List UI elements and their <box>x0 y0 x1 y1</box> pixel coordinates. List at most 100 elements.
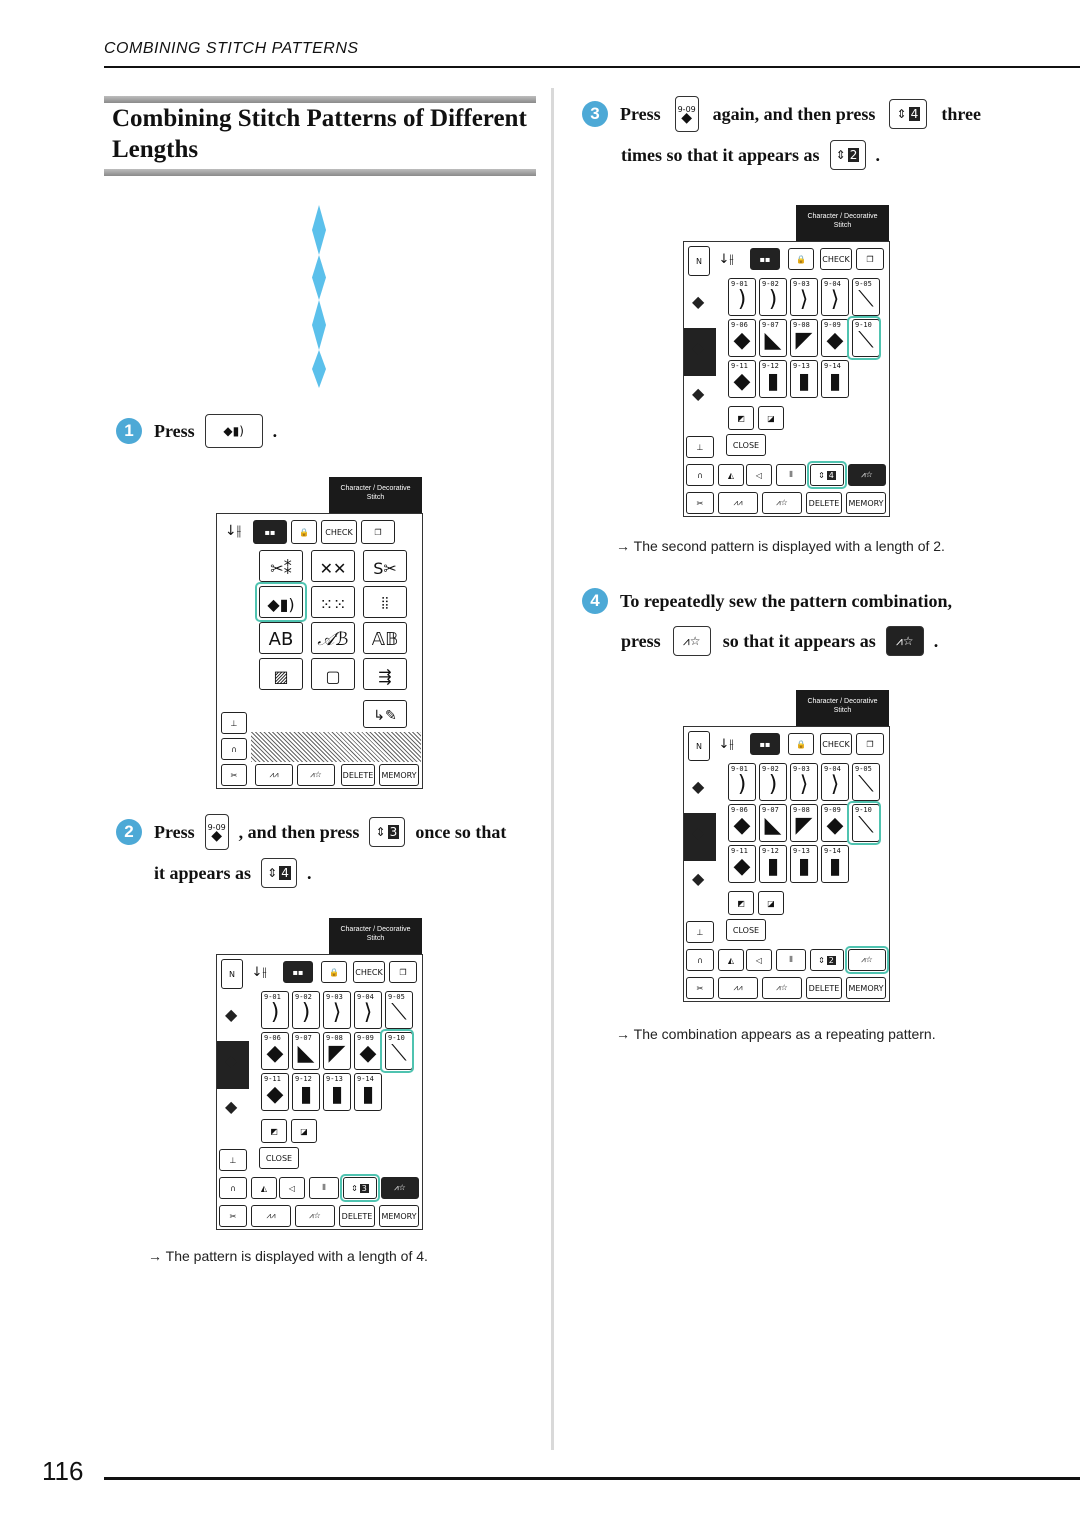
mirror-vertical-icon[interactable]: ◭ <box>251 1177 277 1199</box>
category-key-12[interactable]: ⇶ <box>363 658 407 690</box>
check-button[interactable]: CHECK <box>353 961 385 983</box>
memory-button[interactable]: MEMORY <box>846 977 886 999</box>
category-key-5[interactable]: ⁙⁙ <box>311 586 355 618</box>
pattern-key-9-05[interactable]: 9-05⟍ <box>852 763 880 801</box>
reverse-icon[interactable]: ∩ <box>686 464 714 486</box>
help-icon[interactable]: ❐ <box>856 248 884 270</box>
memory-button[interactable]: MEMORY <box>846 492 886 514</box>
category-key-4[interactable]: ◆▮) <box>259 586 303 618</box>
pattern-key-9-04[interactable]: 9-04⟩ <box>821 763 849 801</box>
density-icon[interactable]: ⦀ <box>309 1177 339 1199</box>
repeat-button[interactable]: ⩘☆ <box>848 949 886 971</box>
mirror-horizontal-icon[interactable]: ◁ <box>746 464 772 486</box>
pattern-key-9-01[interactable]: 9-01) <box>728 278 756 316</box>
elongation-key[interactable]: ⇕4 <box>889 99 928 129</box>
pattern-key-9-01[interactable]: 9-01) <box>728 763 756 801</box>
twin-needle-icon[interactable]: ▪▪ <box>283 961 313 983</box>
pattern-key-9-11[interactable]: 9-11◆ <box>728 360 756 398</box>
pattern-key-9-10[interactable]: 9-10⟍ <box>852 319 880 357</box>
help-icon[interactable]: ❐ <box>361 520 395 544</box>
move-left-icon[interactable]: ◩ <box>728 406 754 430</box>
presser-foot-icon[interactable]: ⊥ <box>686 436 714 458</box>
pattern-key-9-05[interactable]: 9-05⟍ <box>852 278 880 316</box>
move-right-icon[interactable]: ◪ <box>758 891 784 915</box>
pattern-key-9-14[interactable]: 9-14▮ <box>354 1073 382 1111</box>
lock-icon[interactable]: 🔒 <box>788 248 814 270</box>
pattern-key-9-12[interactable]: 9-12▮ <box>292 1073 320 1111</box>
stitch-width-icon[interactable]: ↓⫲ <box>221 518 245 544</box>
mirror-horizontal-icon[interactable]: ◁ <box>746 949 772 971</box>
repeat-key[interactable]: ⩘☆ <box>762 977 802 999</box>
delete-button[interactable]: DELETE <box>806 977 842 999</box>
pattern-key-9-12[interactable]: 9-12▮ <box>759 845 787 883</box>
pattern-key-9-10[interactable]: 9-10⟍ <box>385 1032 413 1070</box>
scissors-icon[interactable]: ✂ <box>219 1205 247 1227</box>
pattern-key-9-07[interactable]: 9-07◣ <box>759 319 787 357</box>
mirror-key[interactable]: ⩘⩘ <box>718 492 758 514</box>
pattern-key-9-06[interactable]: 9-06◆ <box>728 319 756 357</box>
pattern-key-9-14[interactable]: 9-14▮ <box>821 845 849 883</box>
check-button[interactable]: CHECK <box>820 733 852 755</box>
pattern-key-9-06[interactable]: 9-06◆ <box>728 804 756 842</box>
reverse-icon[interactable]: ∩ <box>686 949 714 971</box>
pattern-key-9-03[interactable]: 9-03⟩ <box>790 278 818 316</box>
repeat-key[interactable]: ⩘☆ <box>672 626 711 656</box>
mirror-vertical-icon[interactable]: ◭ <box>718 949 744 971</box>
pattern-key-9-02[interactable]: 9-02) <box>759 278 787 316</box>
twin-needle-icon[interactable]: ▪▪ <box>750 733 780 755</box>
memory-button[interactable]: MEMORY <box>379 764 419 786</box>
close-button[interactable]: CLOSE <box>726 919 766 941</box>
pattern-key-9-08[interactable]: 9-08◤ <box>790 804 818 842</box>
pattern-key-9-10[interactable]: 9-10⟍ <box>852 804 880 842</box>
move-right-icon[interactable]: ◪ <box>758 406 784 430</box>
density-icon[interactable]: ⦀ <box>776 949 806 971</box>
check-button[interactable]: CHECK <box>820 248 852 270</box>
elongation-button[interactable]: ⇕4 <box>810 464 844 486</box>
check-button[interactable]: CHECK <box>321 520 357 544</box>
category-key-8[interactable]: 𝒜ℬ <box>311 622 355 654</box>
delete-button[interactable]: DELETE <box>339 1205 375 1227</box>
lock-icon[interactable]: 🔒 <box>291 520 317 544</box>
scissors-icon[interactable]: ✂ <box>686 492 714 514</box>
pattern-key-9-08[interactable]: 9-08◤ <box>323 1032 351 1070</box>
category-key-1[interactable]: ✂⁑ <box>259 550 303 582</box>
pattern-key-9-03[interactable]: 9-03⟩ <box>323 991 351 1029</box>
pattern-key-9-09[interactable]: 9-09◆ <box>354 1032 382 1070</box>
scissors-icon[interactable]: ✂ <box>221 764 247 786</box>
pattern-key-9-08[interactable]: 9-08◤ <box>790 319 818 357</box>
pattern-9-09-key[interactable]: 9-09◆ <box>204 814 229 850</box>
pattern-key-9-07[interactable]: 9-07◣ <box>759 804 787 842</box>
pattern-key-9-11[interactable]: 9-11◆ <box>261 1073 289 1111</box>
reverse-icon[interactable]: ∩ <box>219 1177 247 1199</box>
pattern-key-9-04[interactable]: 9-04⟩ <box>354 991 382 1029</box>
pattern-key-9-13[interactable]: 9-13▮ <box>323 1073 351 1111</box>
elongation-button[interactable]: ⇕3 <box>343 1177 377 1199</box>
close-button[interactable]: CLOSE <box>726 434 766 456</box>
lock-icon[interactable]: 🔒 <box>321 961 347 983</box>
edit-key[interactable]: ↳✎ <box>363 700 407 728</box>
mirror-vertical-icon[interactable]: ◭ <box>718 464 744 486</box>
close-button[interactable]: CLOSE <box>259 1147 299 1169</box>
pattern-key-9-14[interactable]: 9-14▮ <box>821 360 849 398</box>
needle-mode-icon[interactable]: N <box>221 959 243 989</box>
pattern-key-9-06[interactable]: 9-06◆ <box>261 1032 289 1070</box>
category-key-2[interactable]: ✕✕ <box>311 550 355 582</box>
elongation-key[interactable]: ⇕3 <box>369 817 406 847</box>
presser-foot-icon[interactable]: ⊥ <box>219 1149 247 1171</box>
mirror-key[interactable]: ⩘⩘ <box>255 764 293 786</box>
delete-button[interactable]: DELETE <box>341 764 375 786</box>
twin-needle-icon[interactable]: ▪▪ <box>750 248 780 270</box>
delete-button[interactable]: DELETE <box>806 492 842 514</box>
pattern-key-9-12[interactable]: 9-12▮ <box>759 360 787 398</box>
mirror-key[interactable]: ⩘⩘ <box>718 977 758 999</box>
presser-foot-icon[interactable]: ⊥ <box>686 921 714 943</box>
move-right-icon[interactable]: ◪ <box>291 1119 317 1143</box>
needle-mode-icon[interactable]: N <box>688 731 710 761</box>
elongation-button[interactable]: ⇕2 <box>810 949 844 971</box>
repeat-key[interactable]: ⩘☆ <box>295 1205 335 1227</box>
move-left-icon[interactable]: ◩ <box>261 1119 287 1143</box>
category-key-11[interactable]: ▢ <box>311 658 355 690</box>
needle-mode-icon[interactable]: N <box>688 246 710 276</box>
pattern-key-9-02[interactable]: 9-02) <box>292 991 320 1029</box>
repeat-key[interactable]: ⩘☆ <box>762 492 802 514</box>
